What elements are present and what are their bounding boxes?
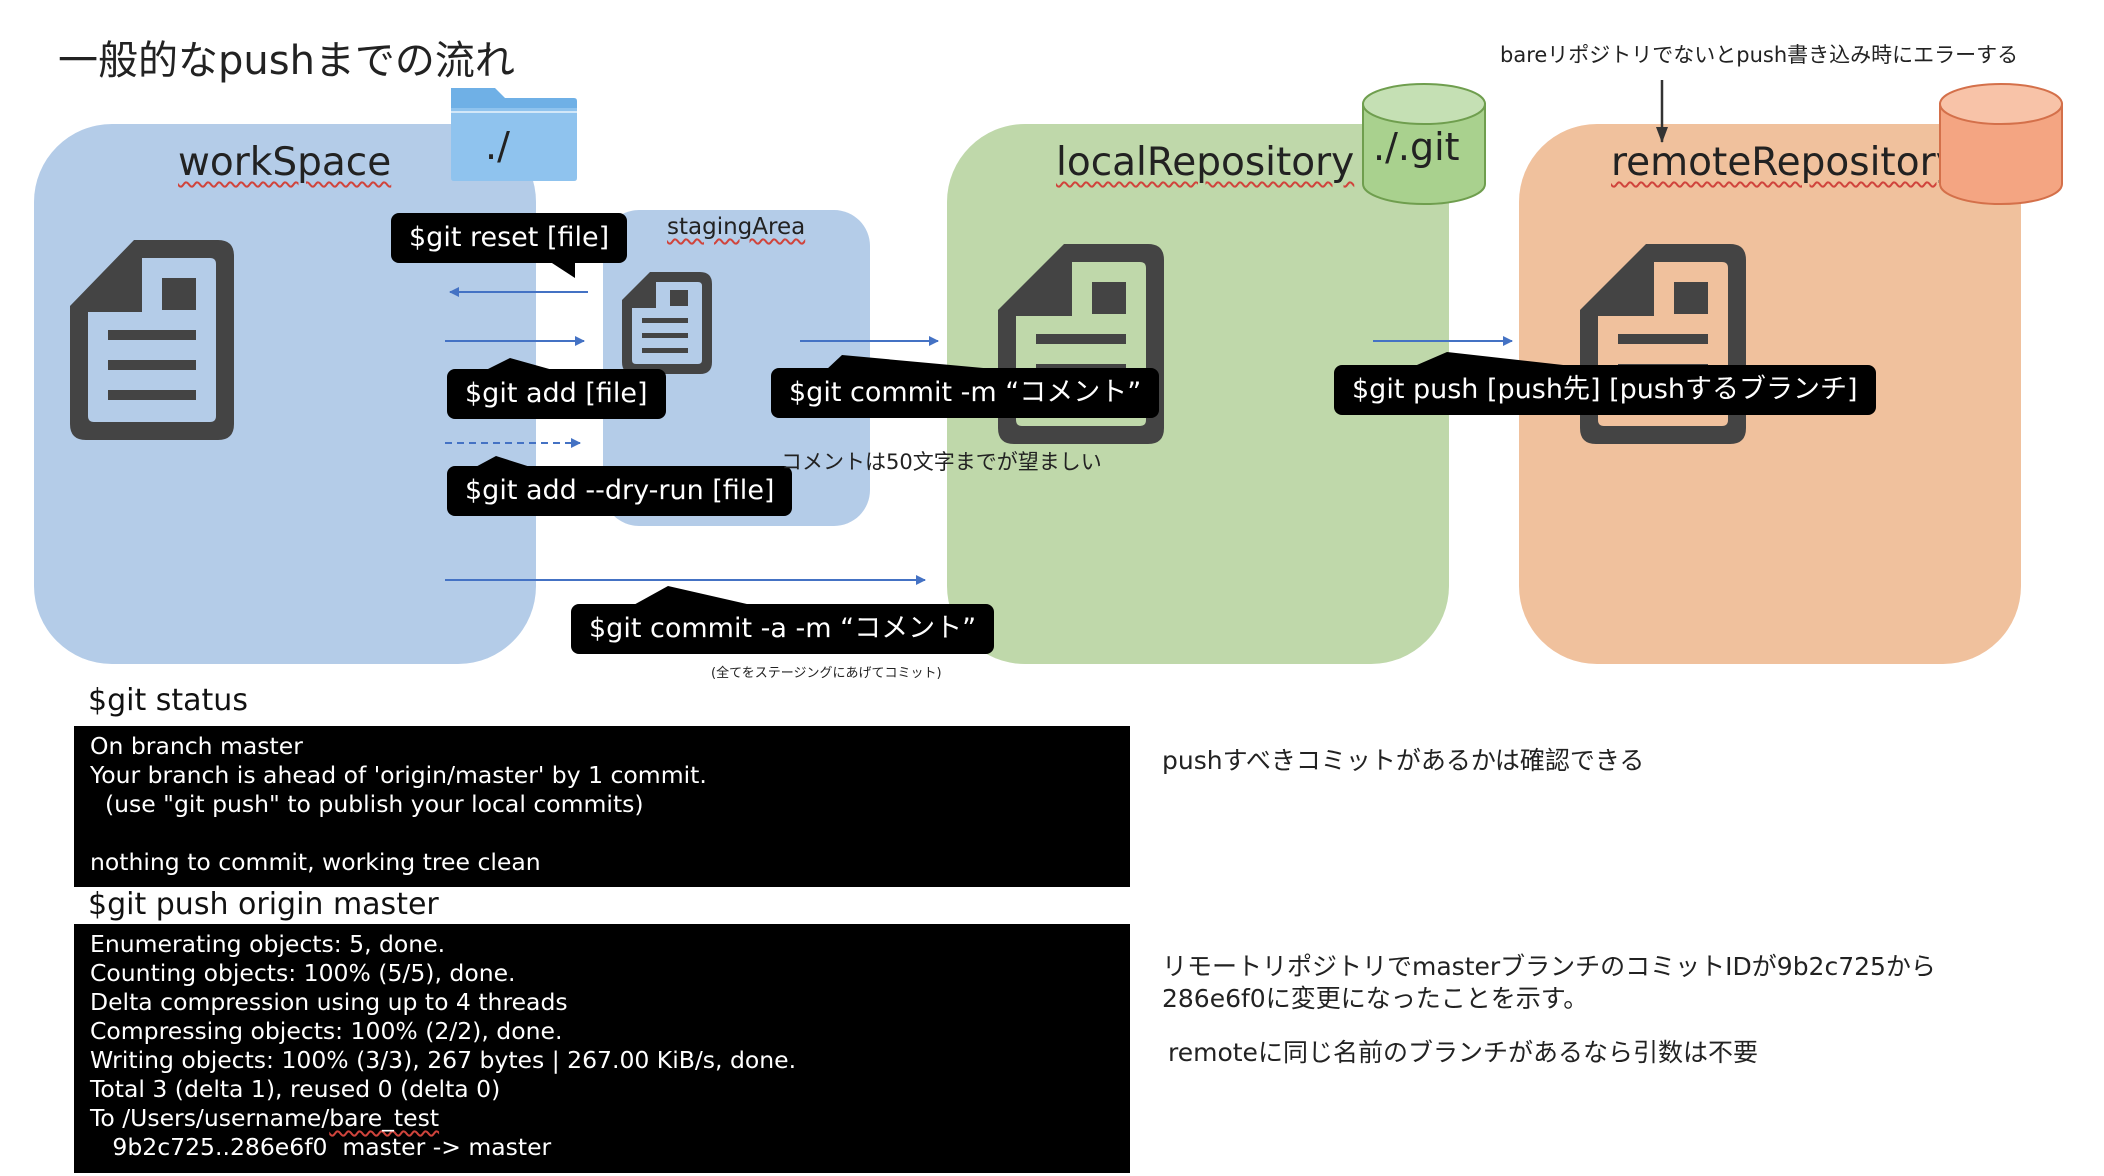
comment-length-note: コメントは50文字までが望ましい	[781, 450, 1102, 474]
git-push-label: $git push origin master	[88, 887, 439, 922]
git-push-description-line-1: リモートリポジトリでmasterブランチのコミットIDが9b2c725から	[1162, 952, 1936, 981]
git-database-icon	[1362, 83, 1486, 205]
commit-all-note: (全てをステージングにあげてコミット)	[711, 666, 942, 681]
git-database-label: ./.git	[1373, 125, 1460, 169]
terminal-line: Delta compression using up to 4 threads	[90, 988, 568, 1016]
commit-all-callout-pointer	[630, 586, 760, 607]
git-status-label: $git status	[88, 683, 248, 718]
git-reset-callout: $git reset [file]	[391, 213, 628, 263]
terminal-line: Total 3 (delta 1), reused 0 (delta 0)	[90, 1075, 501, 1103]
git-status-terminal: On branch master Your branch is ahead of…	[74, 726, 1130, 887]
bare-repository-note: bareリポジトリでないとpush書き込み時にエラーする	[1500, 43, 2019, 67]
workspace-label: workSpace	[178, 140, 392, 185]
staging-label: stagingArea	[667, 214, 806, 240]
folder-label: ./	[485, 124, 510, 168]
terminal-line: On branch master	[90, 732, 303, 760]
git-commit-all-callout: $git commit -a -m “コメント”	[571, 604, 995, 654]
terminal-line: Writing objects: 100% (3/3), 267 bytes |…	[90, 1046, 797, 1074]
git-add-callout: $git add [file]	[447, 369, 666, 419]
local-repository-label: localRepository	[1056, 140, 1355, 185]
git-push-description-line-3: remoteに同じ名前のブランチがあるなら引数は不要	[1168, 1038, 1758, 1067]
folder-icon	[451, 88, 577, 181]
git-commit-callout: $git commit -m “コメント”	[771, 368, 1160, 418]
remote-repository-label: remoteRepository	[1611, 140, 1959, 185]
page-title: 一般的なpushまでの流れ	[58, 38, 515, 84]
terminal-line: Counting objects: 100% (5/5), done.	[90, 959, 516, 987]
terminal-line: Your branch is ahead of 'origin/master' …	[90, 761, 707, 789]
workspace-document-icon	[70, 240, 234, 440]
terminal-line: To /Users/username/bare_test	[90, 1104, 1114, 1133]
terminal-line: 9b2c725..286e6f0 master -> master	[90, 1133, 552, 1161]
terminal-text: To /Users/username/	[90, 1104, 330, 1132]
terminal-line: (use "git push" to publish your local co…	[90, 790, 644, 818]
git-push-terminal: Enumerating objects: 5, done. Counting o…	[74, 924, 1130, 1173]
git-status-description: pushすべきコミットがあるかは確認できる	[1162, 746, 1645, 775]
terminal-line: nothing to commit, working tree clean	[90, 848, 541, 876]
remote-database-icon	[1939, 83, 2063, 205]
terminal-line: Enumerating objects: 5, done.	[90, 930, 446, 958]
commit-callout-pointer	[826, 355, 1005, 370]
git-push-callout: $git push [push先] [pushするブランチ]	[1334, 365, 1876, 415]
staging-document-icon	[622, 272, 712, 374]
terminal-line	[90, 819, 1114, 848]
add-callout-pointer	[482, 358, 560, 372]
bare-test-path: bare_test	[329, 1104, 440, 1132]
push-callout-pointer	[1410, 352, 1590, 368]
terminal-line: Compressing objects: 100% (2/2), done.	[90, 1017, 563, 1045]
git-add-dry-run-callout: $git add --dry-run [file]	[447, 466, 793, 516]
git-push-description-line-2: 286e6f0に変更になったことを示す。	[1162, 984, 1589, 1013]
